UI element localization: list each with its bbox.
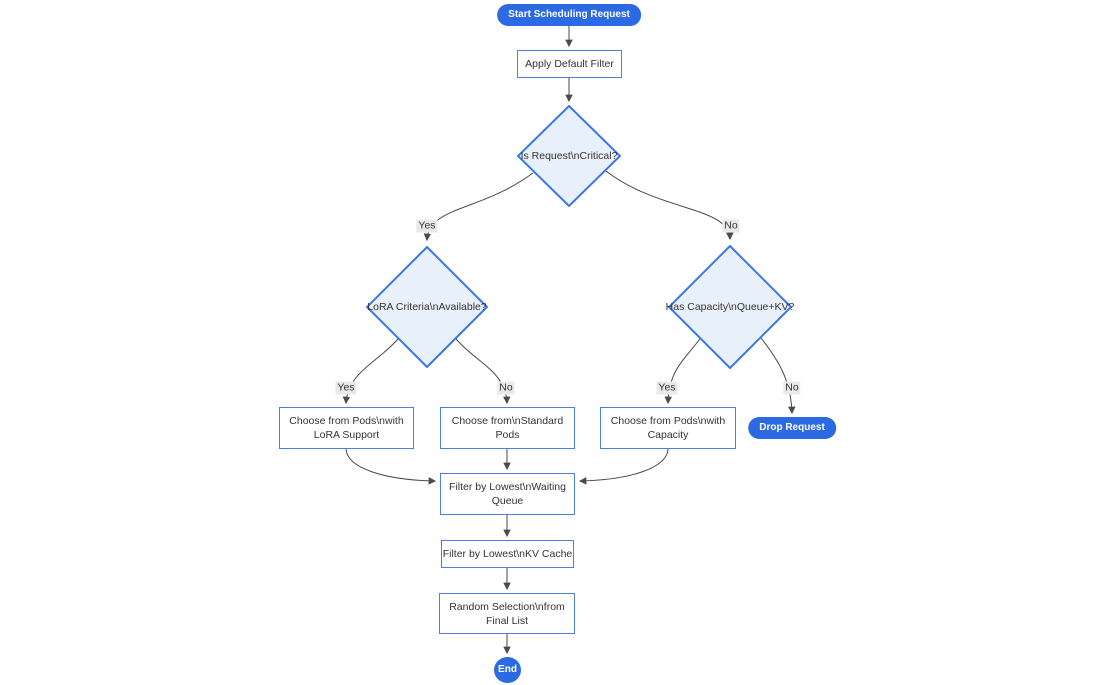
edge-label-critical-yes: Yes	[416, 219, 438, 233]
node-choose-pods-with-lora-support: Choose from Pods\nwith LoRA Support	[279, 407, 414, 449]
node-label: Drop Request	[759, 422, 825, 433]
node-label: Filter by Lowest\nWaiting Queue	[449, 481, 566, 507]
node-label: Apply Default Filter	[525, 58, 614, 70]
node-label: Start Scheduling Request	[508, 9, 630, 20]
node-label: End	[498, 664, 517, 675]
node-end: End	[494, 657, 521, 683]
node-choose-pods-with-capacity: Choose from Pods\nwith Capacity	[600, 407, 736, 449]
edge-label-lora-no: No	[497, 381, 515, 395]
node-label: LoRA Criteria\nAvailable?	[367, 301, 487, 313]
decision-is-request-critical: Is Request\nCritical?	[517, 105, 621, 207]
edge-choose-lora-pods-to-filter-waiting-queue	[345, 448, 437, 485]
decision-lora-criteria-available: LoRA Criteria\nAvailable?	[366, 246, 488, 368]
edge-label-capacity-no: No	[783, 381, 801, 395]
edge-has-capacity-to-drop-request	[760, 337, 796, 415]
edge-is-critical-to-has-capacity	[605, 170, 734, 241]
node-apply-default-filter: Apply Default Filter	[517, 50, 622, 78]
node-label: Choose from\nStandard Pods	[451, 415, 564, 441]
node-label: Is Request\nCritical?	[520, 150, 618, 162]
edge-label-lora-yes: Yes	[335, 381, 357, 395]
node-filter-by-lowest-kv-cache: Filter by Lowest\nKV Cache	[441, 540, 574, 568]
node-label: Choose from Pods\nwith LoRA Support	[289, 415, 404, 441]
node-label: Has Capacity\nQueue+KV?	[665, 301, 795, 313]
node-start-scheduling-request: Start Scheduling Request	[497, 4, 641, 26]
node-choose-from-standard-pods: Choose from\nStandard Pods	[440, 407, 575, 449]
diamond-shape	[366, 246, 488, 368]
edge-choose-capacity-pods-to-filter-waiting-queue	[578, 448, 669, 485]
node-random-selection-from-final-list: Random Selection\nfrom Final List	[439, 593, 575, 634]
node-label: Random Selection\nfrom Final List	[449, 600, 565, 627]
diamond-shape	[517, 105, 621, 207]
diamond-shape	[668, 245, 792, 369]
edge-label-critical-no: No	[722, 219, 740, 233]
edge-has-capacity-to-choose-capacity-pods	[664, 338, 701, 405]
node-label: Choose from Pods\nwith Capacity	[610, 415, 726, 441]
node-filter-by-lowest-waiting-queue: Filter by Lowest\nWaiting Queue	[440, 473, 575, 515]
edge-label-capacity-yes: Yes	[656, 381, 678, 395]
decision-has-capacity-queue-kv: Has Capacity\nQueue+KV?	[665, 245, 795, 369]
node-label: Filter by Lowest\nKV Cache	[442, 548, 573, 560]
node-drop-request: Drop Request	[748, 417, 836, 439]
